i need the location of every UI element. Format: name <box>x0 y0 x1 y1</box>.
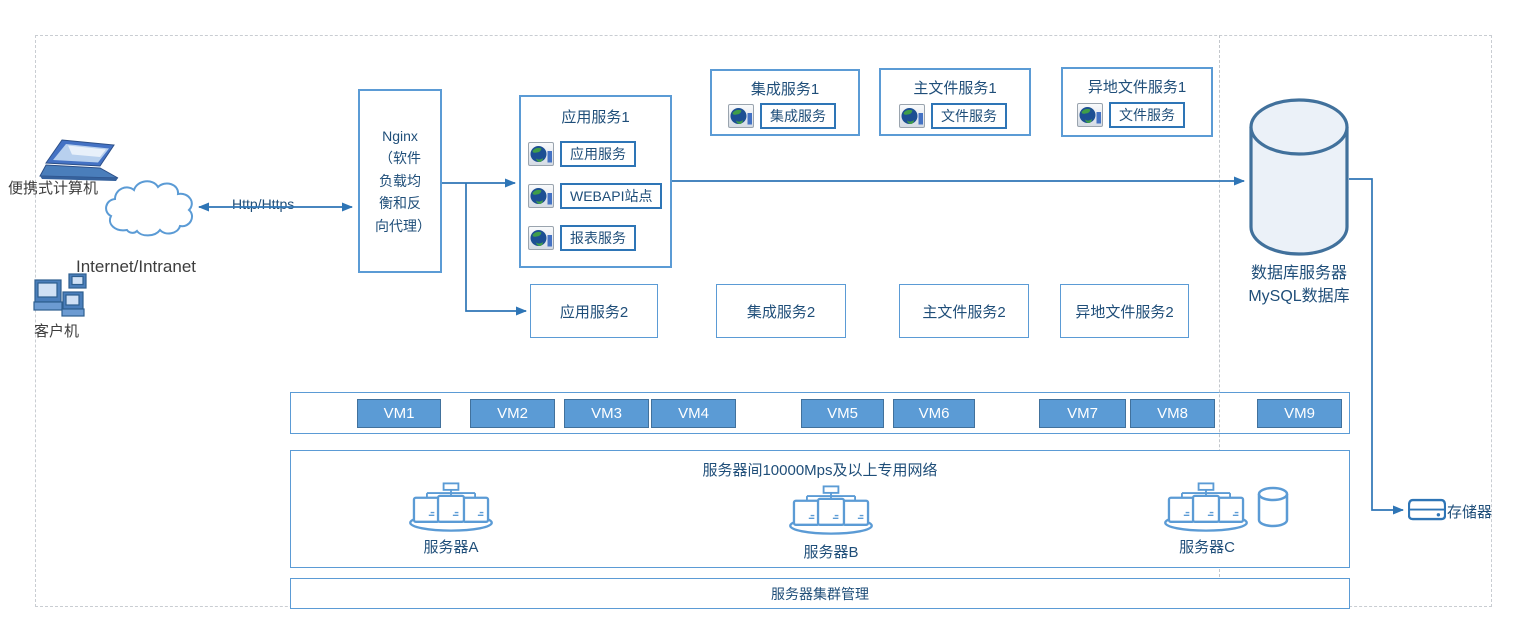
database-server-label: 数据库服务器 <box>1250 265 1347 282</box>
nginx-box: Nginx（软件负载均衡和反向代理） <box>358 89 442 273</box>
http-https-label: Http/Https <box>232 196 295 212</box>
app-service1-title: 应用服务1 <box>561 109 630 126</box>
cluster-management-label: 服务器集群管理 <box>771 585 869 602</box>
app-service-item: 应用服务 <box>560 141 636 168</box>
vm-box: VM9 <box>1257 399 1342 428</box>
iis-icon <box>728 104 754 128</box>
storage-label: 存储器 <box>1447 504 1493 521</box>
iis-icon <box>1077 103 1103 127</box>
vm-box: VM6 <box>893 399 975 428</box>
file-service-item: 文件服务 <box>931 103 1007 130</box>
server-network-title: 服务器间10000Mps及以上专用网络 <box>702 462 938 479</box>
mysql-database-label: MySQL数据库 <box>1248 288 1350 305</box>
server-a-label: 服务器A <box>423 539 479 556</box>
remote-file-service1-title: 异地文件服务1 <box>1087 79 1187 96</box>
integration-service1-box: 集成服务1 集成服务 <box>710 69 860 136</box>
zone-separator-dashed-line <box>1219 35 1220 607</box>
integration-service-item: 集成服务 <box>760 103 836 130</box>
server-c-database-icon <box>1256 485 1290 529</box>
remote-file-service1-box: 异地文件服务1 文件服务 <box>1061 67 1213 137</box>
main-file-service1-box: 主文件服务1 文件服务 <box>879 68 1031 136</box>
database-cylinder-icon <box>1249 98 1349 256</box>
integration-service1-title: 集成服务1 <box>750 81 820 98</box>
internet-cloud-icon <box>105 180 193 237</box>
laptop-icon <box>39 139 119 181</box>
webapi-site-item: WEBAPI站点 <box>560 183 663 210</box>
vm-box: VM5 <box>801 399 884 428</box>
storage-icon <box>1408 497 1446 524</box>
app-service1-box: 应用服务1 应用服务 WEBAPI站点 报表服务 <box>519 95 672 268</box>
vm-box: VM7 <box>1039 399 1126 428</box>
iis-icon <box>528 226 554 250</box>
integration-service2-box: 集成服务2 <box>716 284 846 338</box>
main-file-service1-title: 主文件服务1 <box>913 80 997 97</box>
report-service-item: 报表服务 <box>560 225 636 252</box>
iis-icon <box>528 142 554 166</box>
laptop-label: 便携式计算机 <box>8 180 99 197</box>
iis-icon <box>899 104 925 128</box>
client-computers-icon <box>33 273 87 317</box>
vm-box: VM3 <box>564 399 649 428</box>
server-b-icon <box>786 485 876 535</box>
app-service2-box: 应用服务2 <box>530 284 658 338</box>
vm-box: VM8 <box>1130 399 1215 428</box>
iis-icon <box>528 184 554 208</box>
clients-label: 客户机 <box>34 323 80 340</box>
vm-box: VM4 <box>651 399 736 428</box>
server-b-label: 服务器B <box>803 544 859 561</box>
cluster-management-bar: 服务器集群管理 <box>290 578 1350 609</box>
server-c-label: 服务器C <box>1179 539 1235 556</box>
server-a-icon <box>406 482 496 532</box>
file-service-item: 文件服务 <box>1109 102 1185 129</box>
vm-box: VM2 <box>470 399 555 428</box>
vm-box: VM1 <box>357 399 441 428</box>
main-file-service2-box: 主文件服务2 <box>899 284 1029 338</box>
server-c-icon <box>1161 482 1251 532</box>
internet-label: Internet/Intranet <box>76 257 197 276</box>
remote-file-service2-box: 异地文件服务2 <box>1060 284 1189 338</box>
nginx-label: Nginx（软件负载均衡和反向代理） <box>375 128 431 234</box>
